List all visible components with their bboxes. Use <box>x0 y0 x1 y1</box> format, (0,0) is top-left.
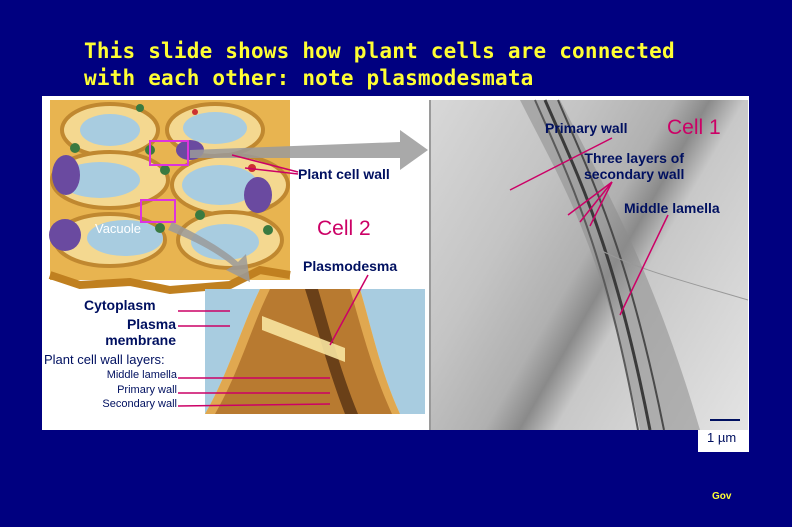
label-plant-cell-wall: Plant cell wall <box>298 166 390 182</box>
label-primary-wall: Primary wall <box>545 120 628 136</box>
cell-wall-network <box>48 100 291 295</box>
label-plasma-line-2: membrane <box>105 332 176 348</box>
label-vacuole: Vacuole <box>95 221 142 236</box>
label-three-layers-line-1: Three layers of <box>584 150 684 166</box>
slide-title-line-1: This slide shows how plant cells are con… <box>84 39 675 63</box>
zoom-arrow-down <box>168 222 250 282</box>
leader-lines <box>177 137 669 407</box>
label-three-layers-line-2: secondary wall <box>584 166 685 182</box>
label-plasma-membrane: Plasma membrane <box>84 316 176 348</box>
label-three-layers: Three layers of secondary wall <box>584 150 684 182</box>
label-cell-1: Cell 1 <box>667 116 721 139</box>
highlight-box-lower <box>140 199 176 223</box>
label-cytoplasm: Cytoplasm <box>84 297 156 313</box>
slide-title-line-2: with each other: note plasmodesmata <box>84 66 534 90</box>
label-plasmodesma: Plasmodesma <box>303 258 398 274</box>
enlarged-wall-diagram <box>205 289 425 414</box>
footer-text: Gov <box>712 491 732 502</box>
label-middle-lamella-em: Middle lamella <box>624 200 720 216</box>
label-plasma-line-1: Plasma <box>126 316 176 332</box>
micrograph-texture <box>429 99 749 431</box>
label-cell-2: Cell 2 <box>317 217 371 240</box>
label-layer-secondary-wall: Secondary wall <box>102 398 177 410</box>
zoom-arrow-right <box>190 130 428 170</box>
label-wall-layers: Plant cell wall layers: <box>44 352 165 367</box>
highlight-box-upper <box>149 140 189 166</box>
electron-micrograph <box>430 100 748 430</box>
label-scale: 1 µm <box>707 430 737 445</box>
label-layer-middle-lamella: Middle lamella <box>106 369 177 381</box>
label-layer-primary-wall: Primary wall <box>117 384 177 396</box>
slide-title: This slide shows how plant cells are con… <box>84 38 784 92</box>
